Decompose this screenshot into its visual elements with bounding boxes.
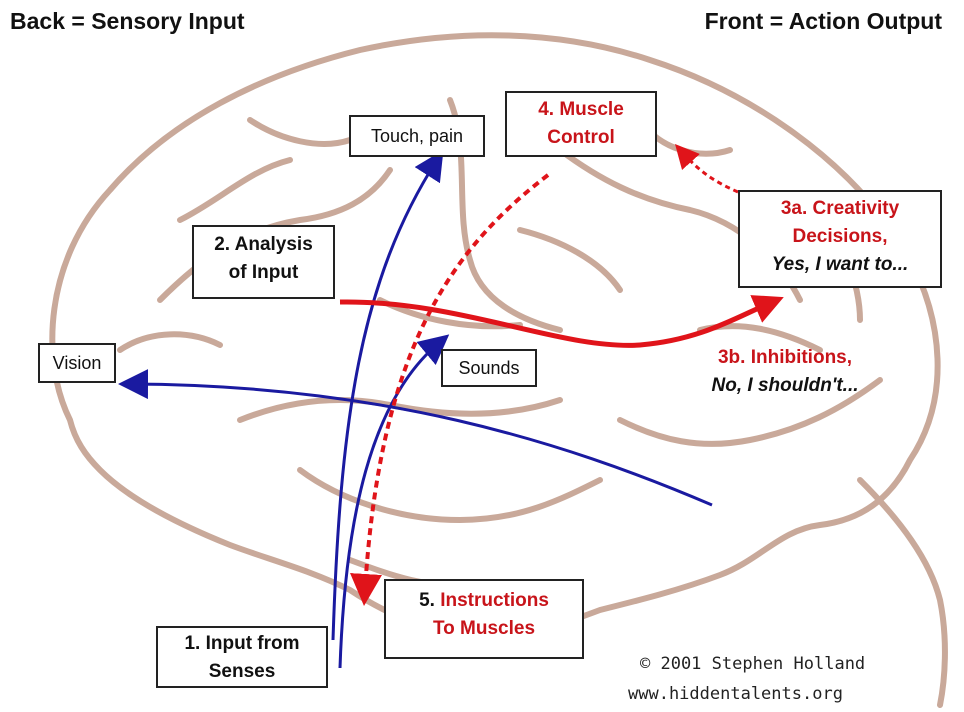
- arrow-vision: [118, 369, 713, 507]
- vision-label: Vision: [38, 343, 116, 383]
- action-output-header: Front = Action Output: [704, 8, 942, 34]
- instructions-to-muscles-label: 5. Instructions To Muscles: [384, 579, 584, 659]
- sensory-input-header: Back = Sensory Input: [10, 8, 245, 34]
- inhibitions-label: 3b. Inhibitions, No, I shouldn't...: [711, 347, 859, 396]
- touch-pain-label: Touch, pain: [349, 115, 485, 157]
- website-credit: www.hiddentalents.org: [628, 684, 843, 704]
- action-arrows: [339, 144, 784, 606]
- input-from-senses-label: 1. Input from Senses: [156, 626, 328, 688]
- arrow-touch: [331, 149, 444, 641]
- arrow-muscle-to-instructions: [350, 173, 550, 606]
- muscle-control-label: 4. Muscle Control: [505, 91, 657, 157]
- analysis-of-input-label: 2. Analysis of Input: [192, 225, 335, 299]
- sounds-label: Sounds: [441, 349, 537, 387]
- arrow-sounds: [338, 334, 450, 669]
- sensory-arrows: [118, 149, 713, 669]
- creativity-decisions-label: 3a. Creativity Decisions, Yes, I want to…: [738, 190, 942, 288]
- arrow-creativity-to-muscle: [674, 144, 739, 194]
- copyright-credit: © 2001 Stephen Holland: [640, 654, 866, 674]
